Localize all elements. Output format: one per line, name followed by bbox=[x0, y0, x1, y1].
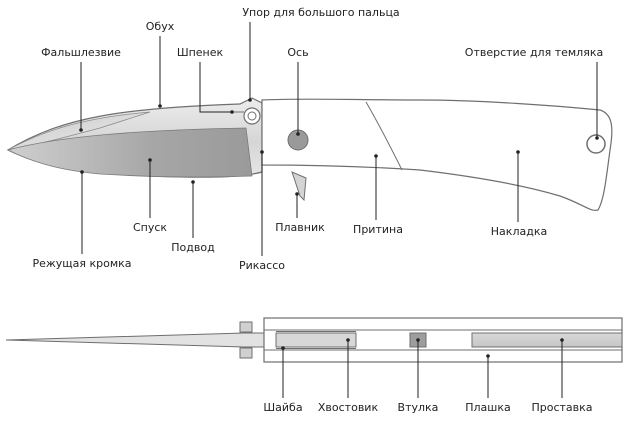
spine-stud-top bbox=[239, 321, 253, 333]
label-khvostovik: Хвостовик bbox=[318, 401, 379, 414]
label-obukh: Обух bbox=[146, 20, 175, 33]
dot-plavnik bbox=[295, 192, 299, 196]
label-plashka: Плашка bbox=[465, 401, 511, 414]
dot-podvod bbox=[191, 180, 195, 184]
labels: Обух Упор для большого пальца Фальшлезви… bbox=[32, 6, 603, 414]
label-shpenek: Шпенек bbox=[177, 46, 224, 59]
dot-rikasso bbox=[260, 150, 264, 154]
label-upor: Упор для большого пальца bbox=[242, 6, 399, 19]
dot-upor bbox=[248, 98, 252, 102]
dot-os bbox=[296, 132, 300, 136]
blade-grind bbox=[6, 127, 253, 178]
label-prostavka: Проставка bbox=[531, 401, 592, 414]
spine-stud-bottom bbox=[239, 347, 253, 359]
label-rezhushchaya: Режущая кромка bbox=[32, 257, 131, 270]
label-otverstie: Отверстие для темляка bbox=[465, 46, 603, 59]
dot-obukh bbox=[158, 104, 162, 108]
dot-shpenek bbox=[230, 110, 234, 114]
dot-plashka bbox=[486, 354, 490, 358]
knife-spine-view bbox=[5, 317, 623, 363]
leader-shpenek bbox=[199, 62, 232, 113]
flipper bbox=[291, 171, 307, 202]
label-plavnik: Плавник bbox=[275, 221, 325, 234]
spine-blade bbox=[5, 332, 265, 348]
label-spusk: Спуск bbox=[133, 221, 167, 234]
dot-prostavka bbox=[560, 338, 564, 342]
dot-vtulka bbox=[416, 338, 420, 342]
dot-khvostovik bbox=[346, 338, 350, 342]
leaders bbox=[79, 22, 599, 398]
dot-rezhushchaya bbox=[80, 170, 84, 174]
dot-shayba bbox=[281, 346, 285, 350]
label-os: Ось bbox=[287, 46, 308, 59]
label-pritina: Притина bbox=[353, 223, 403, 236]
label-podvod: Подвод bbox=[171, 241, 215, 254]
label-falshlezvie: Фальшлезвие bbox=[41, 46, 121, 59]
spine-tang bbox=[275, 332, 357, 348]
label-rikasso: Рикассо bbox=[239, 259, 285, 272]
bolster-line bbox=[365, 101, 403, 171]
dot-falshlezvie bbox=[79, 128, 83, 132]
label-shayba: Шайба bbox=[263, 401, 302, 414]
knife-side-view bbox=[6, 97, 613, 211]
label-vtulka: Втулка bbox=[398, 401, 439, 414]
stop-pin-inner bbox=[247, 111, 257, 121]
handle bbox=[261, 98, 613, 211]
dot-nakladka bbox=[516, 150, 520, 154]
spine-backspacer bbox=[471, 332, 623, 348]
dot-spusk bbox=[148, 158, 152, 162]
dot-pritina bbox=[374, 154, 378, 158]
label-nakladka: Накладка bbox=[491, 225, 547, 238]
dot-otverstie bbox=[595, 136, 599, 140]
lanyard-hole bbox=[586, 134, 606, 154]
